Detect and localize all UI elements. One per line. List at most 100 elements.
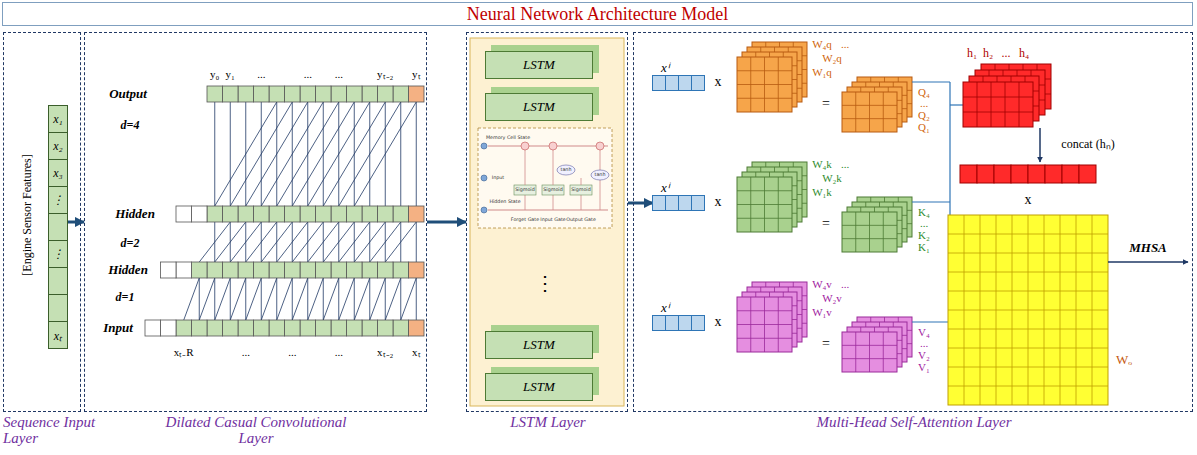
conv-cell [300,262,316,278]
output-arrow [1108,261,1188,263]
matrix-grid [855,332,856,372]
matrix-grid [1076,215,1077,405]
matrix-grid [1012,215,1013,405]
annotation-label: W₁q [812,66,832,78]
conv-cell [223,206,239,222]
matrix [963,82,1033,127]
conv-cell [393,262,409,278]
dilation-link [323,102,324,206]
dilation-link [230,278,231,320]
annotation-label: ... [304,68,312,80]
dilation-link [245,102,246,206]
annotation-label: Input [103,321,133,335]
annotation-label: ... [841,278,849,290]
dilation-link [308,222,339,262]
conv-cell [331,86,347,102]
annotation-label: Q₁ [918,121,930,133]
matrix-grid [778,297,779,352]
dilation-link [292,278,293,320]
io-dot [481,143,487,149]
cell-state-line [488,146,608,147]
annotation-label: ... [242,346,250,358]
dilation-link [323,278,324,320]
conv-cell [331,206,347,222]
dilation-link [370,222,401,262]
dilation-link [354,278,370,320]
sequence-cell: x₂ [48,132,68,160]
conv-cell [285,86,301,102]
matrix-grid [750,297,751,352]
dilation-link [215,278,231,320]
dilation-link [292,278,308,320]
dilation-link [354,102,416,206]
layer-caption: LSTM Layer [448,414,648,430]
annotation-label: y₁ [226,68,235,80]
dilation-link [199,222,230,262]
hidden-state-line [488,210,608,211]
dilation-link [385,278,386,320]
dilation-link [261,278,277,320]
gate-wire [581,178,582,185]
sequence-cell: ⋮ [48,186,68,214]
conv-cell [362,206,378,222]
input-sequence-column: x₁x₂x₃⋮⋮xₜ [48,106,68,349]
layer-caption: Multi-Head Self-Attention Layer [634,414,1194,430]
dilation-link [184,278,200,320]
dilation-link [261,102,262,206]
annotation-label: Hidden [108,263,148,277]
conv-cell [254,206,270,222]
matrix-grid [855,92,856,132]
annotation-label: xₜ [412,346,421,358]
annotation-label: Wₒ [1116,353,1132,367]
conv-cell [378,206,394,222]
head-wire [950,104,963,105]
annotation-label: d=2 [121,237,140,250]
input-vector: xⁱ [653,315,705,331]
pointwise-op [549,142,557,150]
matrix [737,297,792,352]
annotation-label: Input [492,175,504,180]
dilation-link [385,222,386,262]
conv-cell [347,320,363,336]
dilation-link [369,278,370,320]
dilation-link [416,278,417,320]
matrix-grid [1060,215,1061,405]
annotation-label: W₁v [812,306,832,318]
matrix-grid [883,332,884,372]
conv-cell [316,262,332,278]
annotation-label: h₂ [983,47,993,60]
annotation-label: h₄ [1019,47,1029,60]
annotation-label: Input Gate [540,217,565,222]
concat-cell [977,165,994,183]
matrix-grid [764,297,765,352]
dilation-link [354,102,355,206]
dilation-link [261,222,262,262]
dilation-link [277,278,293,320]
conv-cell [269,206,285,222]
conv-cell [362,262,378,278]
matrix [842,92,897,132]
annotation-label: ... [1002,47,1011,60]
dilation-link [307,102,308,206]
input-vector: xⁱ [653,195,705,211]
conv-cell [300,86,316,102]
gate-wire [553,195,554,210]
conv-cell [362,86,378,102]
lstm-block: LSTM [485,51,593,79]
sequence-cell: x₁ [48,105,68,133]
sequence-cell [48,213,68,241]
annotation-label: concat (hₙ) [1061,138,1114,151]
conv-cell [192,320,208,336]
annotation-label: K₁ [918,241,930,253]
matrix-grid [778,57,779,112]
dilation-link [292,102,293,206]
matrix [737,57,792,112]
diagram-title: Neural Network Architecture Model [2,2,1193,26]
dilation-link [230,222,261,262]
dilation-link [292,102,354,206]
conv-cell [145,320,161,336]
dilation-link [199,278,200,320]
dilation-link [400,222,401,262]
conv-cell [316,86,332,102]
dilation-link [199,278,215,320]
